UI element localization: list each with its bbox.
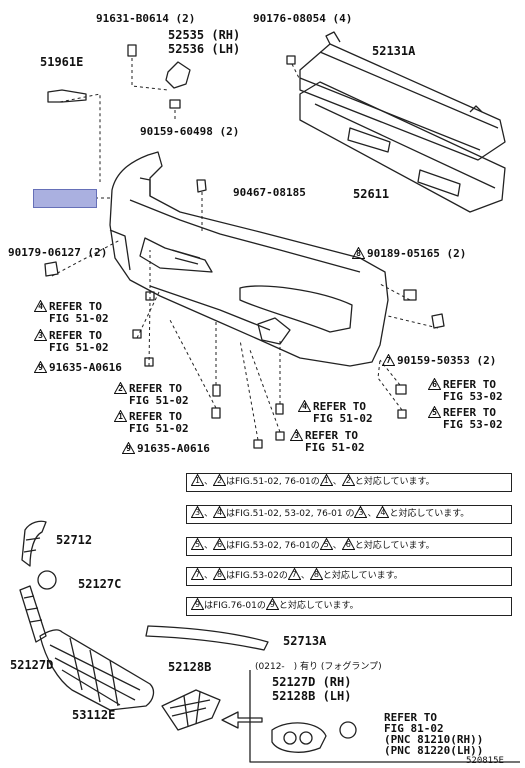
label-52611: 52611 (353, 187, 390, 201)
fog-refer-2: FIG 81-02 (384, 722, 444, 735)
part-52128b (161, 689, 221, 731)
fasteners (44, 44, 445, 449)
part-52713a (145, 625, 269, 651)
label-52127d-rh: 52127D (RH) (272, 675, 352, 689)
fog-refer-1: REFER TO (384, 711, 437, 724)
label-90176: 90176-08054 (4) (253, 12, 353, 25)
lower-grille-parts (19, 520, 520, 763)
label-90467: 90467-08185 (233, 186, 306, 199)
label-91631: 91631-B0614 (2) (96, 12, 196, 25)
diagram-code: 520815E (466, 756, 504, 766)
label-52128b-lh: 52128B (LH) (272, 689, 352, 703)
label-52127d: 52127D (10, 658, 54, 672)
label-51961e: 51961E (40, 55, 84, 69)
label-52131a: 52131A (372, 44, 416, 58)
fog-header: (0212- ) 有り (フォグランプ) (255, 662, 382, 672)
part-52127c (37, 570, 57, 590)
bumper-cover (109, 151, 389, 367)
highlight-box (33, 189, 97, 208)
leader-lines (51, 58, 439, 441)
part-53112e (39, 629, 155, 711)
label-52536: 52536 (LH) (168, 42, 241, 56)
part-52712 (21, 520, 47, 567)
fog-lamp (339, 721, 357, 739)
arrow (221, 711, 263, 729)
label-52712: 52712 (56, 533, 93, 547)
label-52128b: 52128B (168, 660, 212, 674)
fog-bracket (271, 722, 327, 753)
part-52127d (19, 585, 47, 643)
label-90179: 90179-06127 (2) (8, 246, 108, 259)
label-52535: 52535 (RH) (168, 28, 241, 42)
bumper-absorber-52611 (299, 81, 506, 213)
label-90159a: 90159-60498 (2) (140, 125, 240, 138)
label-52713a: 52713A (283, 634, 327, 648)
label-52127c: 52127C (78, 577, 122, 591)
fog-pnc-2: (PNC 81220(LH)) (384, 744, 484, 757)
label-53112e: 53112E (72, 708, 116, 722)
fog-pnc-1: (PNC 81210(RH)) (384, 733, 484, 746)
